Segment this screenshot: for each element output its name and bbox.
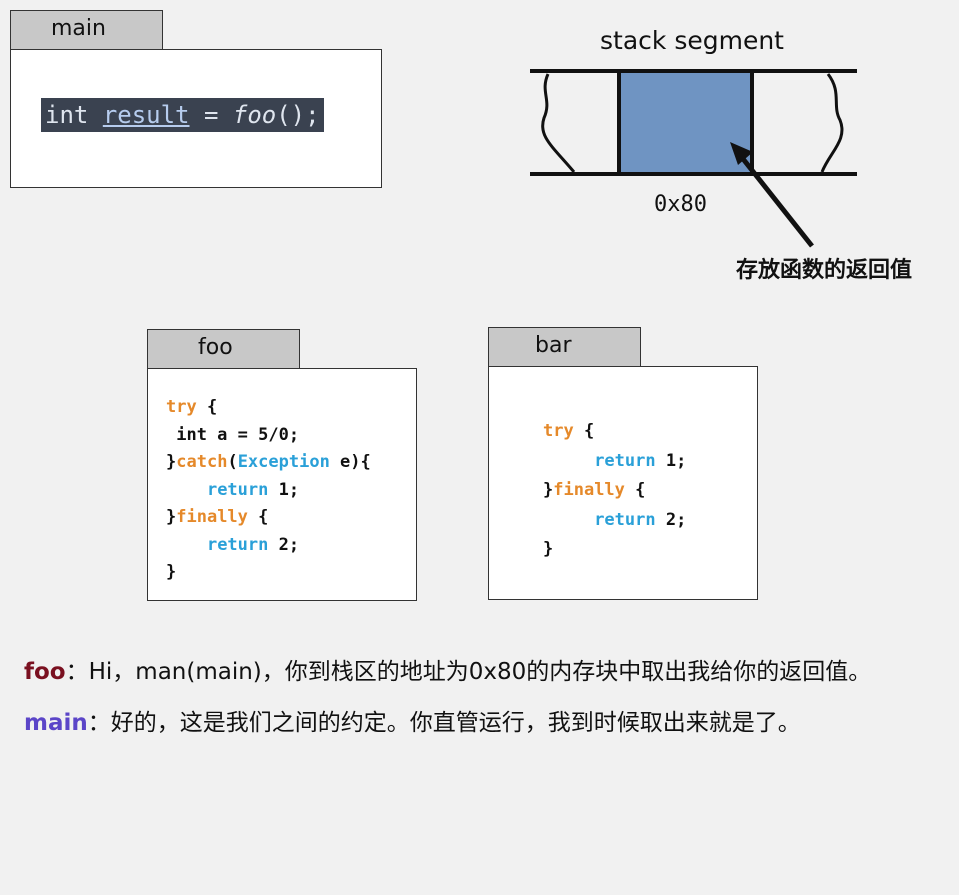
stack-right-break	[820, 73, 844, 173]
speaker-main: main	[24, 710, 88, 736]
bar-panel: bar try { return 1;}finally { return 2;}	[488, 327, 758, 600]
main-panel: main int result = foo();	[10, 10, 382, 188]
code-line: int a = 5/0;	[166, 425, 299, 445]
stack-block	[617, 69, 754, 176]
foo-panel: foo try { int a = 5/0;}catch(Exception e…	[147, 329, 417, 601]
code-token: finally	[553, 480, 625, 500]
code-token: return	[206, 479, 269, 500]
main-panel-tab: main	[10, 10, 163, 50]
code-token: e){	[329, 452, 371, 472]
speaker-foo: foo	[24, 659, 66, 685]
code-token	[543, 510, 594, 530]
code-token: {	[624, 480, 646, 500]
return-arrow	[734, 148, 814, 248]
code-token: }	[166, 507, 177, 527]
code-token: (	[227, 452, 238, 472]
code-line: }	[543, 539, 553, 559]
code-token: try	[166, 397, 197, 417]
code-line: return 2;	[543, 510, 686, 530]
code-token	[543, 451, 594, 471]
code-token: {	[196, 397, 218, 417]
code-line: try {	[543, 421, 594, 441]
code-line: }	[166, 562, 176, 582]
code-token: 1;	[268, 479, 300, 500]
main-panel-body: int result = foo();	[10, 49, 382, 188]
code-token: try	[543, 421, 574, 441]
code-line: try {	[166, 397, 217, 417]
code-token: {	[247, 507, 269, 527]
code-token: return	[594, 450, 656, 471]
code-type: int	[45, 101, 89, 129]
stack-title: stack segment	[600, 26, 784, 55]
code-line: return 1;	[543, 451, 686, 471]
dialogue-text-main: ：好的，这是我们之间的约定。你直管运行，我到时候取出来就是了。	[87, 710, 801, 736]
code-token: int a = 5/0;	[166, 424, 300, 445]
code-token: Exception	[237, 452, 330, 472]
code-line: }finally {	[166, 507, 268, 527]
code-token: return	[206, 534, 269, 555]
code-line: }finally {	[543, 480, 645, 500]
stack-left-break	[541, 73, 576, 173]
bar-panel-body: try { return 1;}finally { return 2;}	[488, 366, 758, 600]
bar-panel-tab: bar	[488, 327, 641, 367]
code-line: }catch(Exception e){	[166, 452, 371, 472]
code-token: }	[166, 452, 177, 472]
return-value-label: 存放函数的返回值	[736, 258, 913, 283]
code-token: }	[543, 539, 554, 559]
foo-panel-body: try { int a = 5/0;}catch(Exception e){ r…	[147, 368, 417, 601]
dialogue-line-main: main：好的，这是我们之间的约定。你直管运行，我到时候取出来就是了。	[24, 703, 801, 737]
code-end: ();	[276, 101, 320, 129]
code-token: finally	[176, 507, 248, 527]
code-op: =	[189, 101, 233, 129]
code-token: 1;	[655, 450, 687, 471]
code-line: return 1;	[166, 480, 299, 500]
code-var: result	[102, 101, 190, 129]
dialogue-text-foo: ：Hi，man(main)，你到栈区的地址为0x80的内存块中取出我给你的返回值…	[65, 659, 872, 685]
code-line: return 2;	[166, 535, 299, 555]
main-code-line: int result = foo();	[41, 98, 324, 132]
foo-panel-tab: foo	[147, 329, 300, 369]
code-token: 2;	[655, 509, 687, 530]
code-token	[166, 480, 207, 500]
return-arrow-head	[730, 142, 753, 165]
code-token: }	[166, 562, 177, 582]
code-token: catch	[176, 452, 228, 472]
code-token: 2;	[268, 534, 300, 555]
code-token: return	[594, 509, 656, 530]
stack-address: 0x80	[654, 192, 707, 217]
dialogue-line-foo: foo：Hi，man(main)，你到栈区的地址为0x80的内存块中取出我给你的…	[24, 652, 871, 686]
code-token	[166, 535, 207, 555]
code-token: {	[573, 421, 595, 441]
code-fn: foo	[232, 101, 277, 129]
code-token: }	[543, 480, 554, 500]
